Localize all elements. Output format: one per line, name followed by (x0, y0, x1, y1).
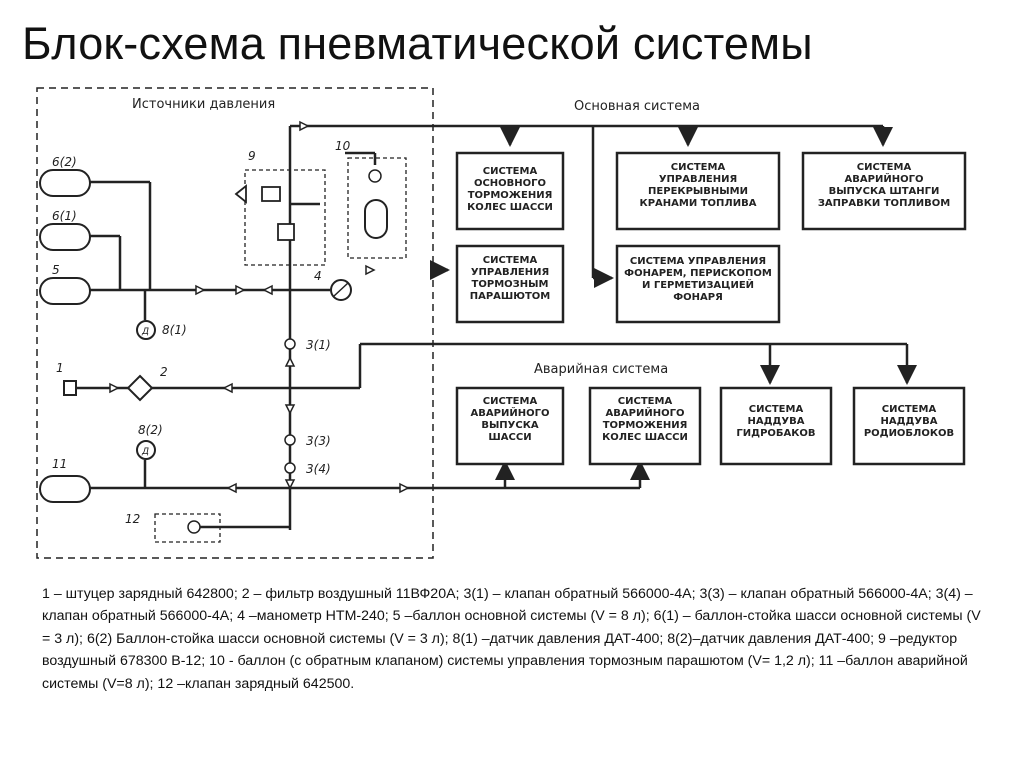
box-valves-line-3: ПЕРЕКРЫВНЫМИ (648, 186, 748, 197)
box-em-brake-line-2: АВАРИЙНОГО (606, 406, 685, 419)
bottle-11-icon (39, 475, 91, 503)
box-main-brake-line-1: СИСТЕМА (483, 166, 538, 177)
label-12: 12 (125, 512, 140, 526)
bottle-10-icon (364, 199, 388, 239)
page-title: Блок-схема пневматической системы (22, 18, 813, 69)
label-9: 9 (248, 149, 256, 163)
box-em-gear-line-4: ШАССИ (488, 432, 531, 443)
box-hydro-line-2: НАДДУВА (748, 416, 805, 427)
box-canopy-line-1: СИСТЕМА УПРАВЛЕНИЯ (630, 256, 766, 267)
box-fuel-rod-line-3: ВЫПУСКА ШТАНГИ (829, 186, 940, 197)
box-em-brake-line-3: ТОРМОЖЕНИЯ (603, 420, 688, 431)
bottle-10-frame (347, 157, 407, 259)
label-3-1: 3(1) (306, 338, 331, 352)
box-parachute-line-2: УПРАВЛЕНИЯ (471, 267, 549, 278)
box-em-brake (588, 386, 702, 466)
box-main-brake (455, 151, 565, 231)
sources-frame (36, 87, 434, 559)
box-canopy (615, 244, 781, 324)
label-8-1: 8(1) (162, 323, 187, 337)
label-8-2: 8(2) (138, 423, 163, 437)
box-parachute-line-3: ТОРМОЗНЫМ (472, 279, 549, 290)
label-4: 4 (314, 269, 322, 283)
charging-valve-12-icon (187, 520, 201, 534)
box-valves-line-4: КРАНАМИ ТОПЛИВА (640, 198, 757, 209)
pneumatic-diagram: Источники давления Основная система Авар… (36, 87, 967, 559)
label-2: 2 (160, 365, 168, 379)
pressure-sensor-8-2-icon (136, 440, 156, 460)
box-canopy-line-3: И ГЕРМЕТИЗАЦИЕЙ (642, 278, 754, 291)
box-canopy-line-2: ФОНАРЕМ, ПЕРИСКОПОМ (624, 268, 772, 279)
box-em-gear-line-2: АВАРИЙНОГО (471, 406, 550, 419)
box-parachute-line-4: ПАРАШЮТОМ (470, 291, 551, 302)
section-emergency-label: Аварийная система (534, 362, 668, 377)
section-sources-label: Источники давления (132, 97, 275, 112)
box-canopy-line-4: ФОНАРЯ (673, 292, 723, 303)
label-1: 1 (56, 361, 64, 375)
box-radio-line-3: РОДИОБЛОКОВ (864, 428, 954, 439)
box-hydro (719, 386, 833, 466)
charging-fitting-1-icon (63, 380, 77, 396)
sensor-8-2-letter: Д (141, 447, 149, 457)
box-hydro-line-3: ГИДРОБАКОВ (736, 428, 815, 439)
reducer-9-frame (244, 169, 326, 266)
bottle-6-1-icon (39, 223, 91, 251)
box-fuel-rod-line-1: СИСТЕМА (857, 162, 912, 173)
sensor-8-1-letter: Д (141, 327, 149, 337)
filter-2-icon (126, 374, 154, 402)
box-fuel-rod-line-4: ЗАПРАВКИ ТОПЛИВОМ (818, 198, 950, 209)
valve-10-icon (368, 169, 382, 183)
box-radio-line-2: НАДДУВА (881, 416, 938, 427)
bottle-6-2-icon (39, 169, 91, 197)
box-em-gear-line-3: ВЫПУСКА (481, 420, 539, 431)
label-6-1: 6(1) (52, 209, 77, 223)
bottle-5-icon (39, 277, 91, 305)
check-valve-3-4-icon (284, 462, 296, 474)
label-11: 11 (52, 457, 67, 471)
box-em-gear (455, 386, 565, 466)
box-valves-line-1: СИСТЕМА (671, 162, 726, 173)
box-radio (852, 386, 966, 466)
label-3-3: 3(3) (306, 434, 331, 448)
label-3-4: 3(4) (306, 462, 331, 476)
box-radio-line-1: СИСТЕМА (882, 404, 937, 415)
label-6-2: 6(2) (52, 155, 77, 169)
box-valves-line-2: УПРАВЛЕНИЯ (659, 174, 737, 185)
box-fuel-rod-line-2: АВАРИЙНОГО (845, 172, 924, 185)
pressure-sensor-8-1-icon (136, 320, 156, 340)
box-em-brake-line-1: СИСТЕМА (618, 396, 673, 407)
box-fuel-rod (801, 151, 967, 231)
section-main-label: Основная система (574, 99, 700, 114)
check-valve-3-1-icon (284, 338, 296, 350)
box-main-brake-line-2: ОСНОВНОГО (474, 178, 546, 189)
label-5: 5 (52, 263, 60, 277)
box-em-gear-line-1: СИСТЕМА (483, 396, 538, 407)
box-hydro-line-1: СИСТЕМА (749, 404, 804, 415)
legend-text: 1 – штуцер зарядный 642800; 2 – фильтр в… (42, 586, 981, 692)
label-10: 10 (335, 139, 351, 153)
box-parachute (455, 244, 565, 324)
reducer-9-icon (261, 186, 281, 202)
box-valves (615, 151, 781, 231)
check-valve-3-3-icon (284, 434, 296, 446)
box-parachute-line-1: СИСТЕМА (483, 255, 538, 266)
box-em-brake-line-4: КОЛЕС ШАССИ (602, 432, 688, 443)
box-main-brake-line-4: КОЛЕС ШАССИ (467, 202, 553, 213)
valve-12-frame (154, 513, 221, 543)
box-main-brake-line-3: ТОРМОЖЕНИЯ (468, 190, 553, 201)
